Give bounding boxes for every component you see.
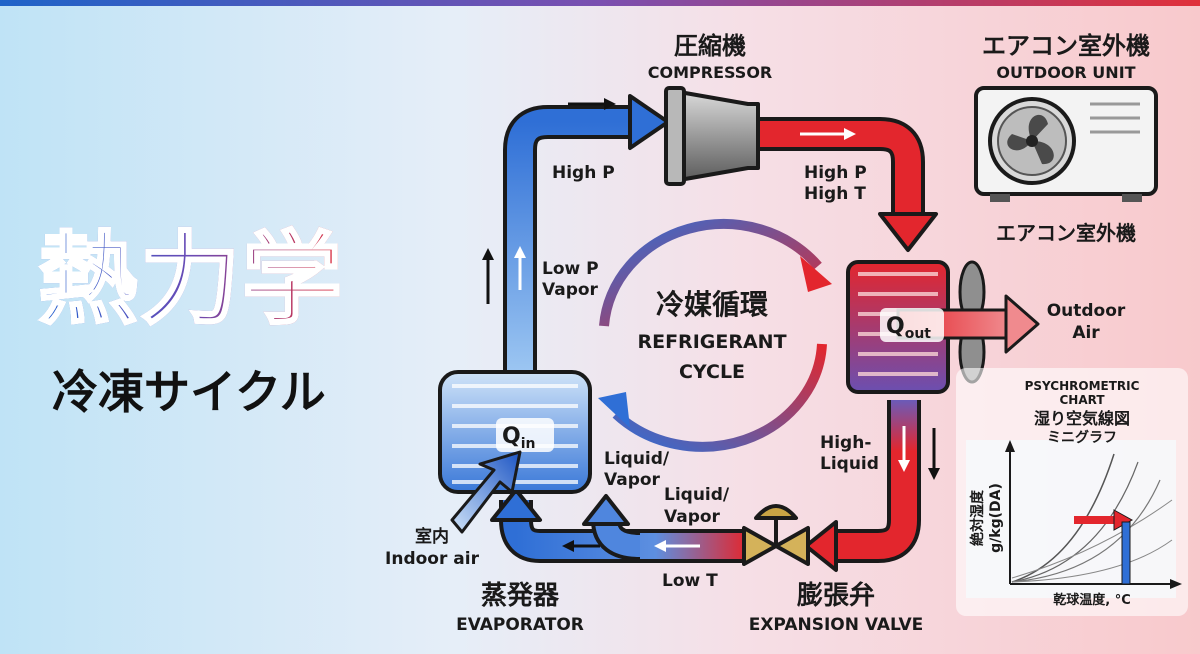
outdoor-unit-icon	[974, 86, 1158, 202]
arrow-into-evaporator	[490, 488, 542, 522]
psychro-ylabel-jp: 絶対湿度	[969, 489, 986, 546]
q-out-label: Qout	[886, 314, 931, 342]
label-vapor: Vapor	[542, 280, 599, 300]
psychro-title-en-2: CHART	[1059, 393, 1105, 407]
label-high-liquid-1: High-	[820, 433, 871, 453]
label-low-p: Low P	[542, 259, 599, 279]
outdoor-unit-label-jp: エアコン室外機	[982, 32, 1150, 60]
expansion-valve-label-en: EXPANSION VALVE	[749, 615, 924, 635]
flow-arrow-right-down	[898, 426, 910, 472]
cycle-arrow-bottom	[598, 343, 827, 452]
psychro-xlabel: 乾球温度, °C	[1053, 592, 1131, 608]
compressor-label-en: COMPRESSOR	[648, 63, 773, 82]
flow-arrow-top-right	[800, 128, 856, 140]
indoor-air-label-jp: 室内	[415, 526, 449, 547]
center-label-en-2: CYCLE	[679, 361, 745, 383]
psychro-ylabel-unit: g/kg(DA)	[988, 483, 1004, 553]
arrow-into-compressor	[628, 94, 670, 150]
q-in-label: Qin	[502, 424, 535, 452]
label-high-p-2: High P	[804, 163, 867, 183]
center-label-en-1: REFRIGERANT	[637, 331, 786, 353]
direction-arrow-top	[568, 98, 616, 110]
label-high-p: High P	[552, 163, 615, 183]
pipe-left-vertical	[503, 105, 640, 372]
psychro-subtitle-jp: ミニグラフ	[1047, 429, 1117, 446]
cycle-arrow-top	[599, 219, 832, 327]
psychrometric-chart-panel	[956, 368, 1188, 616]
arrow-into-valve	[804, 520, 838, 572]
compressor-icon	[664, 86, 760, 186]
flow-arrow-left-pipe	[514, 246, 526, 290]
outdoor-air-label-2: Air	[1072, 323, 1100, 343]
flow-arrow-bottom	[654, 540, 700, 552]
label-liquid-vapor-b1: Liquid/	[664, 485, 730, 505]
label-liquid-vapor-a1: Liquid/	[604, 449, 670, 469]
center-label-jp: 冷媒循環	[656, 288, 769, 321]
evaporator-label-en: EVAPORATOR	[456, 615, 584, 635]
label-liquid-vapor-a2: Vapor	[604, 470, 661, 490]
subtitle: 冷凍サイクル	[52, 365, 326, 419]
label-high-t: High T	[804, 184, 866, 204]
top-accent-bar	[0, 0, 1200, 6]
expansion-valve-icon	[742, 504, 810, 566]
compressor-label-jp: 圧縮機	[674, 32, 746, 60]
evaporator-label-jp: 蒸発器	[481, 581, 560, 611]
indoor-air-label-en: Indoor air	[385, 549, 480, 569]
arrow-branch-up	[582, 494, 630, 526]
direction-arrow-left	[482, 248, 494, 304]
outdoor-unit-label-en: OUTDOOR UNIT	[996, 63, 1135, 82]
main-title: 熱力学	[37, 198, 344, 343]
expansion-valve-label-jp: 膨張弁	[797, 580, 875, 611]
label-liquid-vapor-b2: Vapor	[664, 507, 721, 527]
indoor-air-arrow	[450, 450, 522, 534]
direction-arrow-right	[928, 428, 940, 480]
arrow-into-condenser	[878, 212, 938, 252]
psychro-title-en-1: PSYCHROMETRIC	[1025, 379, 1140, 393]
direction-arrow-bottom	[562, 540, 600, 552]
label-low-t: Low T	[662, 571, 718, 591]
label-high-liquid-2: Liquid	[820, 454, 879, 474]
outdoor-unit-caption: エアコン室外機	[996, 221, 1136, 245]
outdoor-air-label-1: Outdoor	[1047, 301, 1126, 321]
psychro-title-jp: 湿り空気線図	[1033, 409, 1130, 428]
